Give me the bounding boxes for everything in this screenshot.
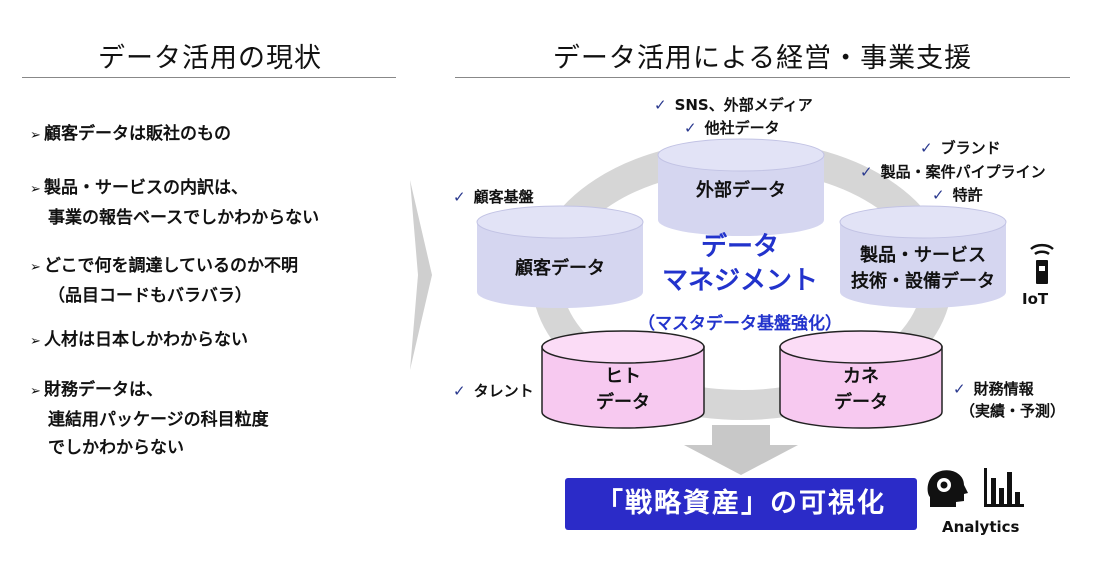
- right-divider: [455, 77, 1070, 78]
- check-item: ✓ SNS、外部メディア: [654, 94, 813, 115]
- bar-chart-icon: [984, 468, 1024, 507]
- bullet-item: ➢顧客データは販社のもの: [30, 120, 231, 150]
- bullet-text: 事業の報告ベースでしかわからない: [48, 208, 320, 228]
- product-data-cylinder: [839, 205, 1007, 308]
- check-icon: ✓: [932, 186, 945, 204]
- check-icon: ✓: [920, 139, 933, 157]
- check-icon: ✓: [453, 382, 466, 400]
- bullet-item: ➢人材は日本しかわからない: [30, 326, 248, 356]
- check-icon: ✓: [684, 119, 697, 137]
- money-data-label: カネ データ: [780, 364, 942, 416]
- chevron-right-icon: ➢: [30, 384, 41, 399]
- product-data-label-line: 技術・設備データ: [851, 271, 995, 292]
- check-text: ブランド: [940, 139, 1001, 157]
- check-item: ✓ 特許: [932, 184, 983, 205]
- people-data-label: ヒト データ: [542, 364, 704, 416]
- check-item: ✓ ブランド: [920, 137, 1001, 158]
- product-data-label: 製品・サービス 技術・設備データ: [840, 243, 1006, 295]
- people-data-label-line: ヒト: [605, 366, 641, 387]
- check-text: 顧客基盤: [473, 188, 534, 206]
- bullet-text: 連結用パッケージの科目粒度: [48, 410, 269, 430]
- data-management-title: データ マネジメント: [640, 230, 840, 298]
- bullet-text: 人材は日本しかわからない: [44, 330, 248, 350]
- bullet-text: でしかわからない: [48, 438, 184, 458]
- money-sub-label: （実績・予測）: [960, 402, 1066, 420]
- analytics-label: Analytics: [942, 518, 1020, 536]
- check-text: 財務情報: [973, 380, 1034, 398]
- bullet-text: 製品・サービスの内訳は、: [44, 178, 248, 198]
- money-data-cylinder: [779, 330, 943, 429]
- product-data-label-line: 製品・サービス: [860, 245, 986, 266]
- check-item: ✓ 他社データ: [684, 117, 780, 138]
- bullet-text: （品目コードもバラバラ）: [48, 286, 252, 306]
- check-text: SNS、外部メディア: [674, 96, 813, 114]
- check-icon: ✓: [953, 380, 966, 398]
- center-title-line: データ: [700, 232, 779, 262]
- bullet-item: ➢製品・サービスの内訳は、 事業の報告ベースでしかわからない: [30, 174, 319, 232]
- customer-data-cylinder: [476, 205, 644, 308]
- right-title: データ活用による経営・事業支援: [552, 43, 973, 74]
- check-item: ✓ 製品・案件パイプライン: [860, 161, 1046, 182]
- money-data-label-line: カネ: [843, 366, 879, 387]
- left-divider: [22, 77, 396, 78]
- iot-label: IoT: [1022, 290, 1049, 308]
- left-title: データ活用の現状: [98, 43, 322, 74]
- check-text: タレント: [473, 382, 534, 400]
- people-data-cylinder: [541, 330, 705, 429]
- iot-device-icon: [1030, 243, 1054, 284]
- separator-arrow: [410, 180, 432, 370]
- external-data-label: 外部データ: [696, 180, 786, 201]
- down-arrow-icon: [684, 425, 798, 475]
- check-text: 特許: [952, 186, 983, 204]
- strategic-assets-banner: 「戦略資産」の可視化: [565, 478, 917, 530]
- check-item: ✓ 財務情報: [953, 378, 1034, 399]
- chevron-right-icon: ➢: [30, 334, 41, 349]
- chevron-right-icon: ➢: [30, 128, 41, 143]
- money-data-label-line: データ: [834, 392, 888, 413]
- chevron-right-icon: ➢: [30, 182, 41, 197]
- bullet-item: ➢どこで何を調達しているのか不明 （品目コードもバラバラ）: [30, 252, 298, 310]
- bullet-item: ➢財務データは、 連結用パッケージの科目粒度 でしかわからない: [30, 376, 269, 462]
- check-icon: ✓: [453, 188, 466, 206]
- center-title-line: マネジメント: [661, 266, 818, 296]
- check-text: 他社データ: [704, 119, 780, 137]
- check-text: 製品・案件パイプライン: [880, 163, 1046, 181]
- people-data-label-line: データ: [596, 392, 650, 413]
- bullet-text: 財務データは、: [44, 380, 163, 400]
- check-item: ✓ タレント: [453, 380, 534, 401]
- data-management-subtitle: （マスタデータ基盤強化）: [638, 314, 842, 334]
- check-icon: ✓: [654, 96, 667, 114]
- check-item: ✓ 顧客基盤: [453, 186, 534, 207]
- chevron-right-icon: ➢: [30, 260, 41, 275]
- brain-head-icon: [927, 470, 968, 507]
- data-management-diagram: [476, 138, 1007, 475]
- bullet-text: 顧客データは販社のもの: [44, 124, 231, 144]
- customer-data-label: 顧客データ: [515, 258, 605, 279]
- external-data-cylinder: [657, 138, 825, 236]
- bullet-text: どこで何を調達しているのか不明: [44, 256, 298, 276]
- check-icon: ✓: [860, 163, 873, 181]
